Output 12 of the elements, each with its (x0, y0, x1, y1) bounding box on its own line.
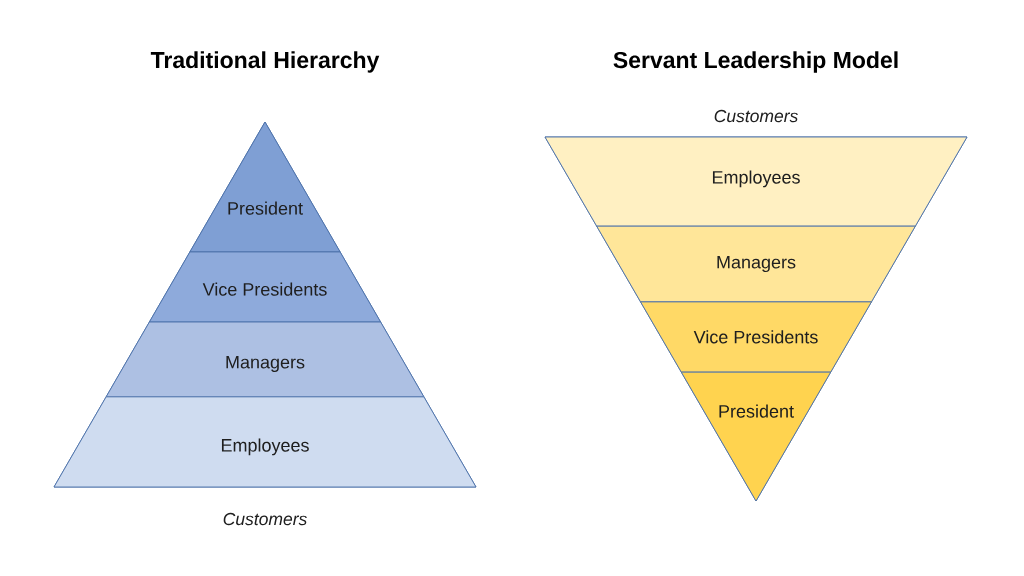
pyramid-tier: Vice Presidents (640, 301, 872, 373)
pyramid-caption: Customers (714, 109, 798, 123)
pyramid-caption: Customers (223, 512, 307, 526)
pyramid-tier: Vice Presidents (148, 251, 382, 323)
pyramid-tier: President (680, 371, 832, 502)
pyramid-tier: President (189, 121, 341, 253)
pyramid-tier: Managers (596, 225, 916, 303)
pyramid-tier: Managers (105, 321, 425, 398)
pyramid-tier: Employees (53, 396, 477, 488)
pyramid-title: Traditional Hierarchy (150, 51, 380, 73)
pyramid-title: Servant Leadership Model (613, 51, 898, 73)
pyramid-tier: Employees (544, 136, 968, 227)
